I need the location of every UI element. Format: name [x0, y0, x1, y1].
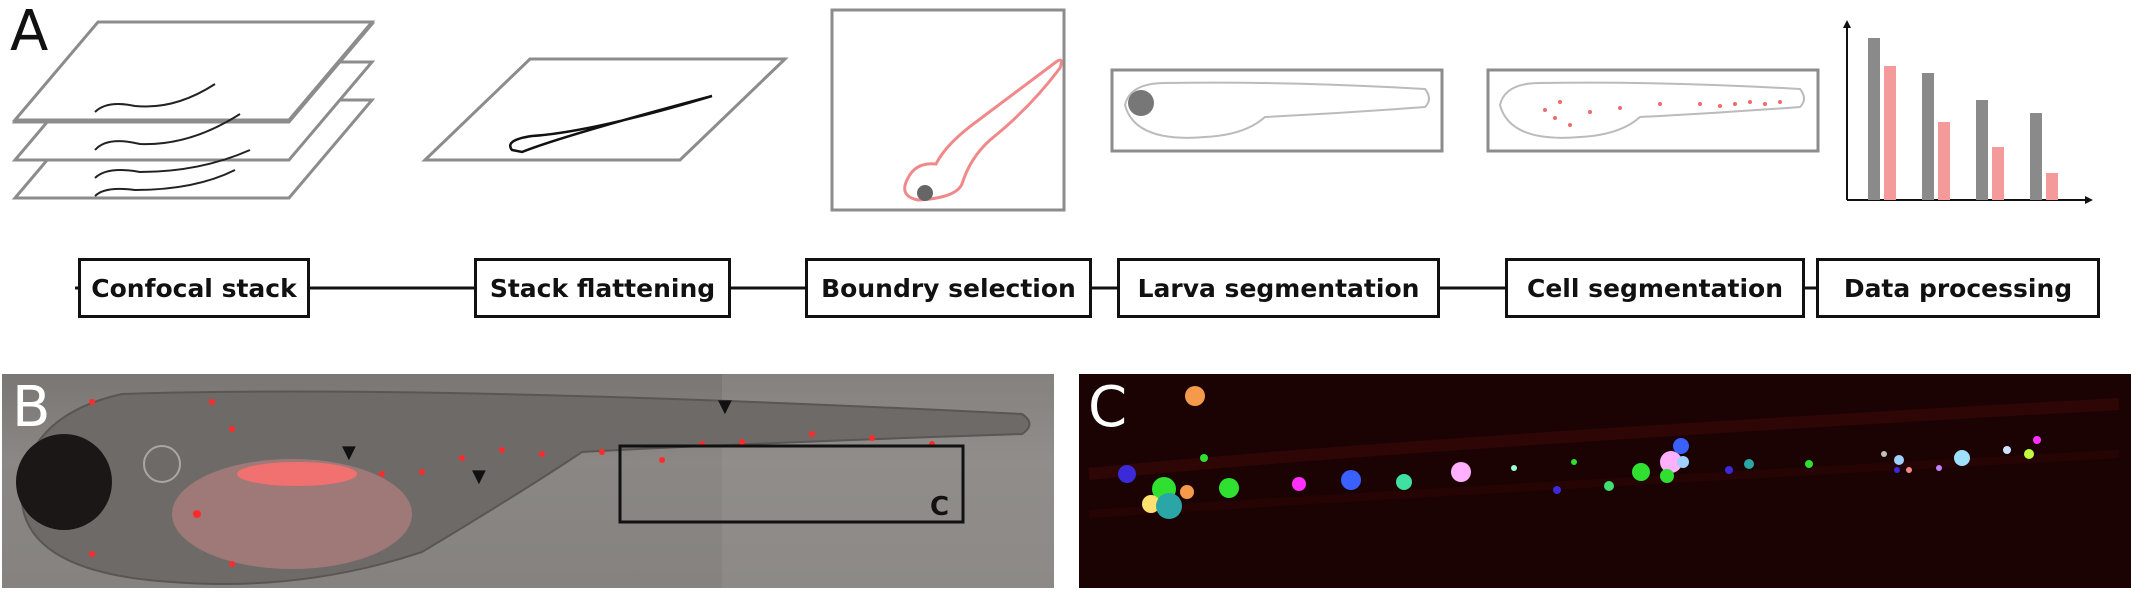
flattened-larva-sketch — [509, 94, 713, 154]
confocal-stack-illustration — [11, 20, 376, 200]
larva-segmentation-outline — [1123, 81, 1430, 139]
panel-label-c: C — [1088, 375, 1128, 440]
step-stack-flattening: Stack flattening — [474, 258, 731, 318]
step-boundry-selection: Boundry selection — [805, 258, 1092, 318]
cell-dots — [1543, 100, 1782, 127]
confocal-larva-sketches — [94, 83, 251, 197]
arrowhead-icon: ▼ — [718, 396, 732, 417]
larva-eye-shape — [917, 185, 933, 201]
larva-segmentation-eye — [1128, 90, 1154, 116]
step-data-processing: Data processing — [1816, 258, 2100, 318]
panel-label-b: B — [12, 375, 51, 440]
inset-region-box — [618, 444, 965, 524]
panel-label-a: A — [10, 0, 49, 64]
larva-photo: C ▼ ▼ ▼ — [2, 374, 1054, 588]
step-confocal-stack: Confocal stack — [78, 258, 310, 318]
boundary-outline — [903, 58, 1063, 202]
data-processing-chart — [1843, 20, 2093, 204]
cell-segmentation-outline — [1498, 81, 1805, 139]
boundary-frame — [830, 8, 1066, 212]
arrowhead-icon: ▼ — [472, 466, 486, 487]
step-larva-segmentation: Larva segmentation — [1117, 258, 1440, 318]
inset-region-label: C — [930, 492, 950, 522]
arrowhead-icon: ▼ — [342, 442, 356, 463]
step-cell-segmentation: Cell segmentation — [1505, 258, 1805, 318]
segmentation-photo — [1079, 374, 2131, 588]
segmented-cells-drawing — [1088, 386, 2120, 519]
flattened-plane-illustration — [421, 57, 789, 162]
larva-photo-drawing — [16, 374, 1054, 588]
